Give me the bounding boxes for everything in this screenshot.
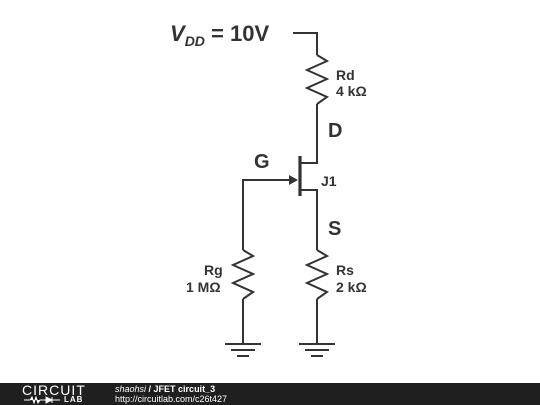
supply-label-value: = 10V: [205, 21, 270, 46]
supply-wire: [293, 32, 318, 55]
gate-arrow-icon: [289, 175, 298, 185]
resistor-rg: [230, 249, 256, 300]
circuit-logo-icon: [24, 396, 60, 404]
supply-label-v: V: [170, 21, 187, 46]
node-gate-label: G: [254, 151, 270, 173]
ground-icon: [225, 343, 261, 357]
rd-name: Rd: [336, 67, 355, 83]
logo-text-bottom: LAB: [64, 395, 84, 404]
author-separator: /: [146, 384, 154, 394]
footer-author-line: shaohsi / JFET circuit_3: [115, 384, 215, 394]
rg-name: Rg: [204, 262, 223, 278]
drain-wire: [300, 104, 318, 164]
gate-wire: [242, 179, 294, 250]
node-drain-label: D: [328, 120, 342, 142]
schematic-canvas: VDD = 10V Rd 4 kΩ D J1 G S Rg 1 MΩ Rs 2 …: [170, 21, 367, 357]
rg-value: 1 MΩ: [186, 279, 221, 295]
supply-label-sub: DD: [185, 33, 205, 49]
rd-value: 4 kΩ: [336, 83, 367, 99]
logo-text-top: CIRCUIT: [22, 382, 86, 398]
jfet-label: J1: [321, 173, 337, 189]
source-wire: [300, 189, 318, 250]
resistor-rd: [304, 54, 330, 105]
footer-bar: CIRCUIT LAB shaohsi / JFET circuit_3 htt…: [0, 383, 540, 405]
resistor-rs: [304, 249, 330, 300]
rs-name: Rs: [336, 262, 354, 278]
circuit-url-link[interactable]: http://circuitlab.com/c26t427: [115, 394, 228, 404]
rs-value: 2 kΩ: [336, 279, 367, 295]
node-source-label: S: [328, 218, 341, 240]
author-name[interactable]: shaohsi: [115, 384, 147, 394]
ground-icon: [299, 343, 335, 357]
circuit-title: JFET circuit_3: [153, 384, 216, 394]
supply-label: VDD = 10V: [170, 21, 269, 49]
